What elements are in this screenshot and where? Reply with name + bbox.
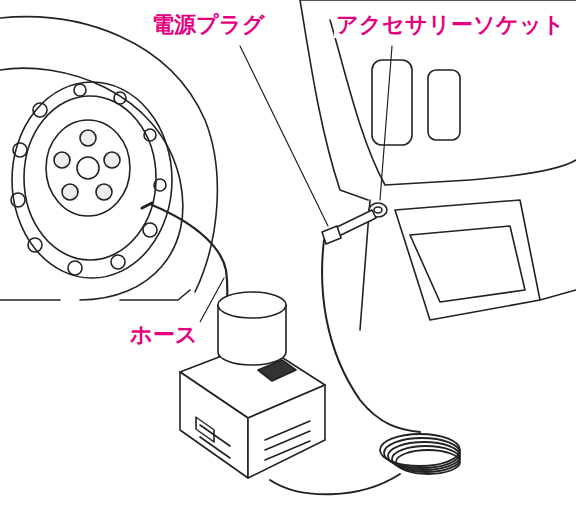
rim-inner	[24, 96, 156, 260]
part-label: 電源プラグ	[150, 12, 267, 38]
hub	[46, 120, 130, 216]
console-edge	[360, 200, 576, 330]
power-cord	[270, 474, 400, 494]
tire-edge	[0, 68, 183, 300]
rim-outer	[12, 82, 172, 278]
leader-line	[240, 46, 328, 226]
part-label: ホース	[128, 322, 200, 348]
leader-line	[380, 46, 392, 200]
console-pocket-inner	[410, 226, 525, 302]
socket-hole	[374, 207, 382, 213]
part-label: アクセサリーソケット	[334, 12, 567, 38]
power-plug	[335, 210, 376, 236]
console-pocket	[395, 200, 540, 320]
hose	[152, 205, 227, 378]
pressure-gauge	[218, 292, 286, 365]
cord-coil	[380, 434, 460, 474]
leader-line	[200, 278, 224, 322]
dash-vent	[428, 70, 460, 140]
dash-edge	[300, 0, 576, 200]
tire-valve	[142, 203, 152, 208]
dash-vent	[372, 60, 412, 145]
rim-holes	[11, 84, 166, 275]
power-cord	[322, 240, 420, 432]
dash-panel	[330, 20, 576, 185]
lug-nuts	[54, 130, 120, 200]
fender-line	[0, 17, 217, 292]
